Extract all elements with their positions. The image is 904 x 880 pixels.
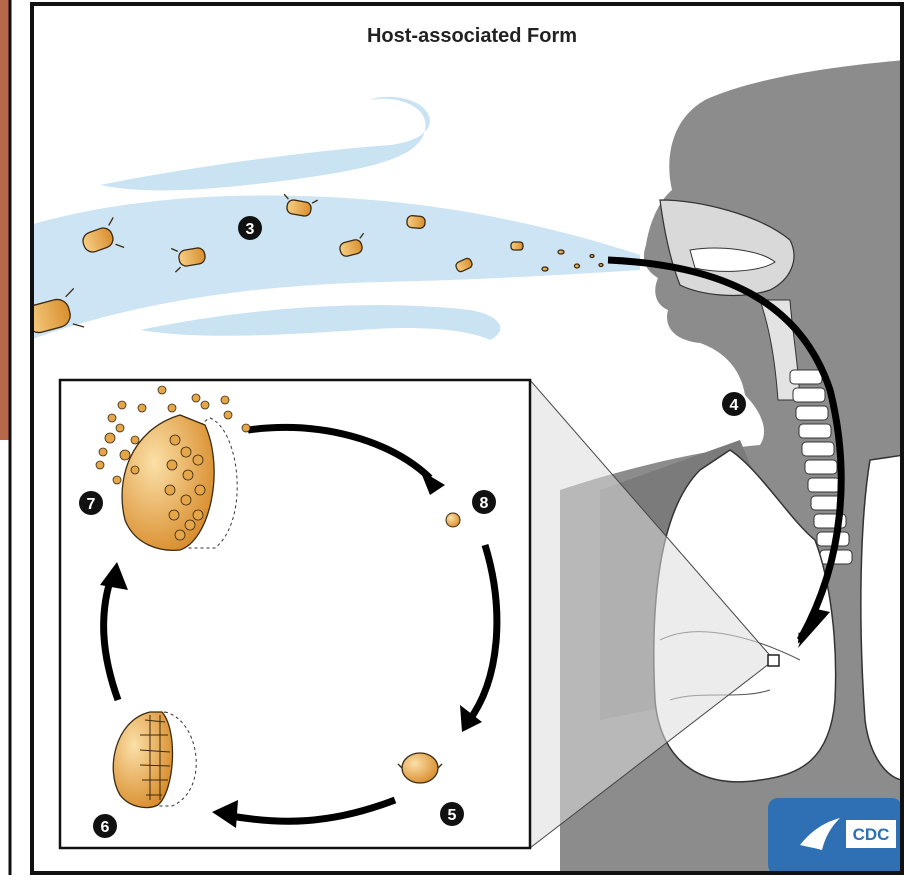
step-3-marker: 3 — [238, 216, 262, 240]
figure-title: Host-associated Form — [367, 25, 577, 47]
spherule-cycle-inset: 7 8 5 — [60, 380, 530, 848]
left-edge-panel — [0, 0, 30, 875]
step-3-label: 3 — [246, 221, 255, 238]
cdc-logo: CDC — [768, 798, 902, 875]
right-lung — [861, 455, 904, 780]
step-5-label: 5 — [448, 807, 457, 824]
step-4-label: 4 — [730, 397, 739, 414]
step-8-label: 8 — [480, 495, 489, 512]
main-panel: Host-associated Form 3 4 — [12, 4, 904, 875]
step-4-marker: 4 — [722, 392, 746, 416]
zoom-target-box — [768, 655, 779, 666]
cdc-logo-text: CDC — [853, 825, 890, 844]
step-6-label: 6 — [101, 819, 110, 836]
step-7-label: 7 — [87, 496, 96, 513]
